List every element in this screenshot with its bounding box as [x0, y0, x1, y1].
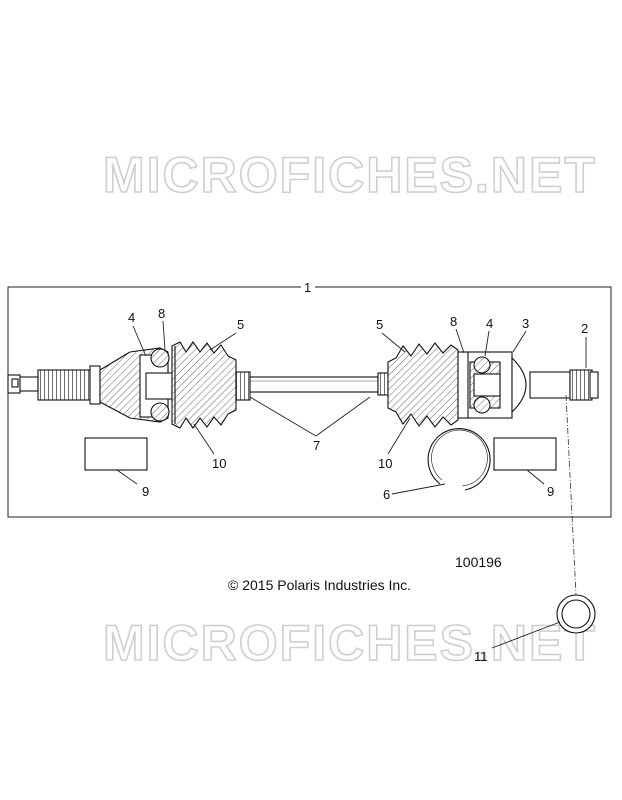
- diagram-number: 100196: [455, 554, 502, 570]
- callout-10-right: 10: [378, 456, 392, 471]
- callout-5-right: 5: [376, 317, 383, 332]
- left-boot-small-clamp: [235, 371, 251, 401]
- left-boot: [171, 341, 237, 429]
- leader-lines: [116, 283, 587, 649]
- left-stub-pin: [11, 378, 19, 388]
- watermark-bottom: MICROFICHES.NET: [103, 615, 597, 671]
- copyright-text: © 2015 Polaris Industries Inc.: [228, 577, 411, 593]
- callout-11: 11: [474, 649, 488, 664]
- callout-8-left: 8: [158, 306, 165, 321]
- snap-ring: [427, 428, 491, 491]
- center-shaft-groove: [377, 372, 389, 396]
- right-stub-tip: [589, 371, 599, 399]
- right-cv-cage: [473, 373, 501, 397]
- left-stub-collar: [89, 365, 101, 405]
- grease-packet-left: [84, 437, 148, 471]
- grease-packet-right: [493, 437, 557, 471]
- right-cv-ball-top: [473, 356, 491, 374]
- left-cv-ball-top: [150, 348, 170, 368]
- callout-2: 2: [581, 321, 588, 336]
- callout-1-bg: [301, 280, 315, 294]
- callout-4-right: 4: [486, 316, 493, 331]
- watermark-top: MICROFICHES.NET: [103, 147, 597, 203]
- o-ring-outer: [556, 594, 596, 634]
- callout-7: 7: [313, 438, 320, 453]
- callout-4-left: 4: [128, 310, 135, 325]
- callout-5-left: 5: [237, 317, 244, 332]
- callout-3: 3: [522, 316, 529, 331]
- left-cv-ball-bottom: [150, 402, 170, 422]
- left-stub-spline: [37, 369, 91, 401]
- callout-8-right: 8: [450, 314, 457, 329]
- right-stub-neck: [529, 371, 571, 399]
- center-shaft: [249, 376, 379, 393]
- o-ring-leader: [565, 394, 577, 596]
- right-cv-joint-group: [387, 342, 599, 428]
- callout-10-left: 10: [212, 456, 226, 471]
- callout-9-right: 9: [547, 484, 554, 499]
- right-boot: [387, 342, 459, 428]
- callout-9-left: 9: [142, 484, 149, 499]
- callout-6: 6: [383, 487, 390, 502]
- callout-1-text: 1: [304, 280, 311, 295]
- left-cv-joint-group: [7, 341, 251, 429]
- right-cv-outer: [511, 356, 527, 414]
- right-cv-ball-bottom: [473, 396, 491, 414]
- snap-ring-inner: [431, 429, 488, 487]
- right-stub-spline: [569, 369, 593, 401]
- left-cv-cage: [145, 372, 173, 400]
- o-ring-inner: [561, 599, 591, 629]
- left-stub-neck: [19, 376, 39, 392]
